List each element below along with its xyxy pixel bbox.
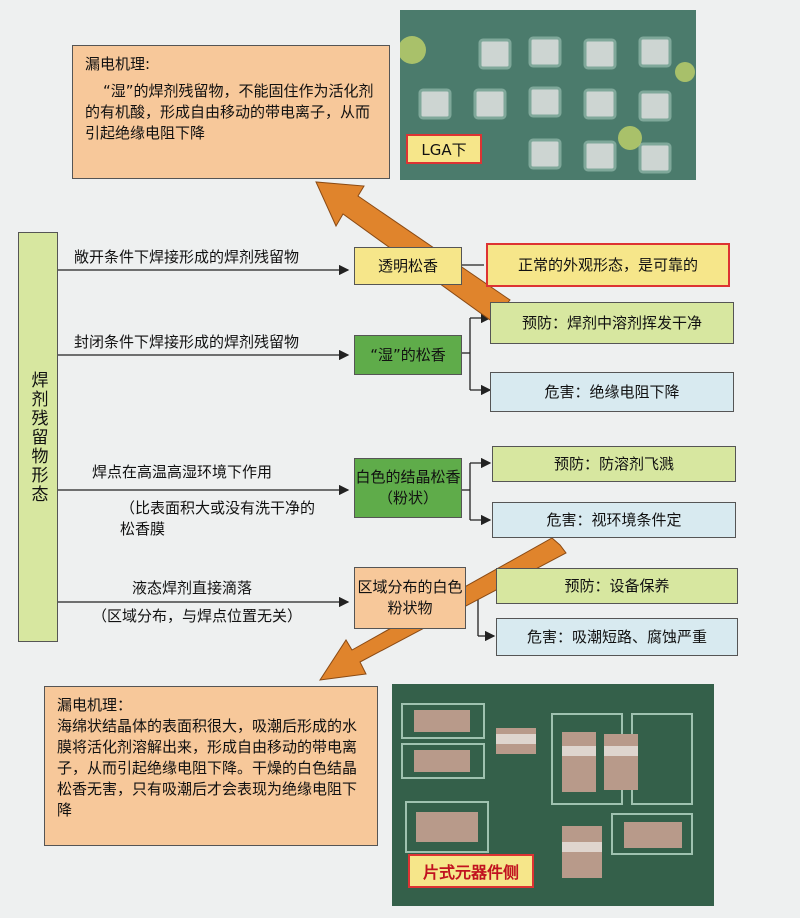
state-transparent-rosin: 透明松香	[354, 247, 462, 285]
bottom-mechanism-body: 海绵状结晶体的表面积很大，吸潮后形成的水膜将活化剂溶解出来，形成自由移动的带电离…	[57, 717, 358, 819]
condition-open: 敞开条件下焊接形成的焊剂残留物	[74, 248, 300, 266]
top-mechanism-body: “湿”的焊剂残留物，不能固住作为活化剂的有机酸，形成自由移动的带电离子，从而引起…	[85, 82, 374, 142]
side-title: 焊剂残留物形态	[18, 232, 58, 642]
bottom-mechanism-box: 漏电机理： 海绵状结晶体的表面积很大，吸潮后形成的水膜将活化剂溶解出来，形成自由…	[44, 686, 378, 846]
condition-closed: 封闭条件下焊接形成的焊剂残留物	[74, 333, 300, 351]
bottom-mechanism-title: 漏电机理：	[57, 696, 133, 714]
prevention-closed: 预防：焊剂中溶剂挥发干净	[490, 302, 734, 344]
chip-photo-label: 片式元器件侧	[408, 854, 534, 888]
lga-photo-label: LGA下	[406, 134, 482, 164]
state-region-powder: 区域分布的白色粉状物	[354, 567, 466, 629]
condition-drip: 液态焊剂直接滴落	[132, 579, 253, 597]
prevention-humid: 预防：防溶剂飞溅	[492, 446, 736, 482]
condition-humid-note: （比表面积大或没有洗干净的松香膜	[120, 499, 316, 538]
prevention-drip: 预防：设备保养	[496, 568, 738, 604]
result-normal: 正常的外观形态，是可靠的	[486, 243, 730, 287]
harm-drip: 危害：吸潮短路、腐蚀严重	[496, 618, 738, 656]
state-white-crystal: 白色的结晶松香（粉状）	[354, 458, 462, 518]
condition-humid: 焊点在高温高湿环境下作用	[92, 463, 273, 481]
condition-drip-note: （区域分布，与焊点位置无关）	[92, 607, 303, 625]
top-mechanism-box: 漏电机理: “湿”的焊剂残留物，不能固住作为活化剂的有机酸，形成自由移动的带电离…	[72, 45, 390, 179]
chip-photo-graphic	[392, 684, 714, 906]
harm-closed: 危害：绝缘电阻下降	[490, 372, 734, 412]
chip-photo: 片式元器件侧	[392, 684, 714, 906]
harm-humid: 危害：视环境条件定	[492, 502, 736, 538]
lga-photo: LGA下	[400, 10, 696, 180]
top-mechanism-title: 漏电机理:	[85, 55, 151, 73]
state-wet-rosin: “湿”的松香	[354, 335, 462, 375]
